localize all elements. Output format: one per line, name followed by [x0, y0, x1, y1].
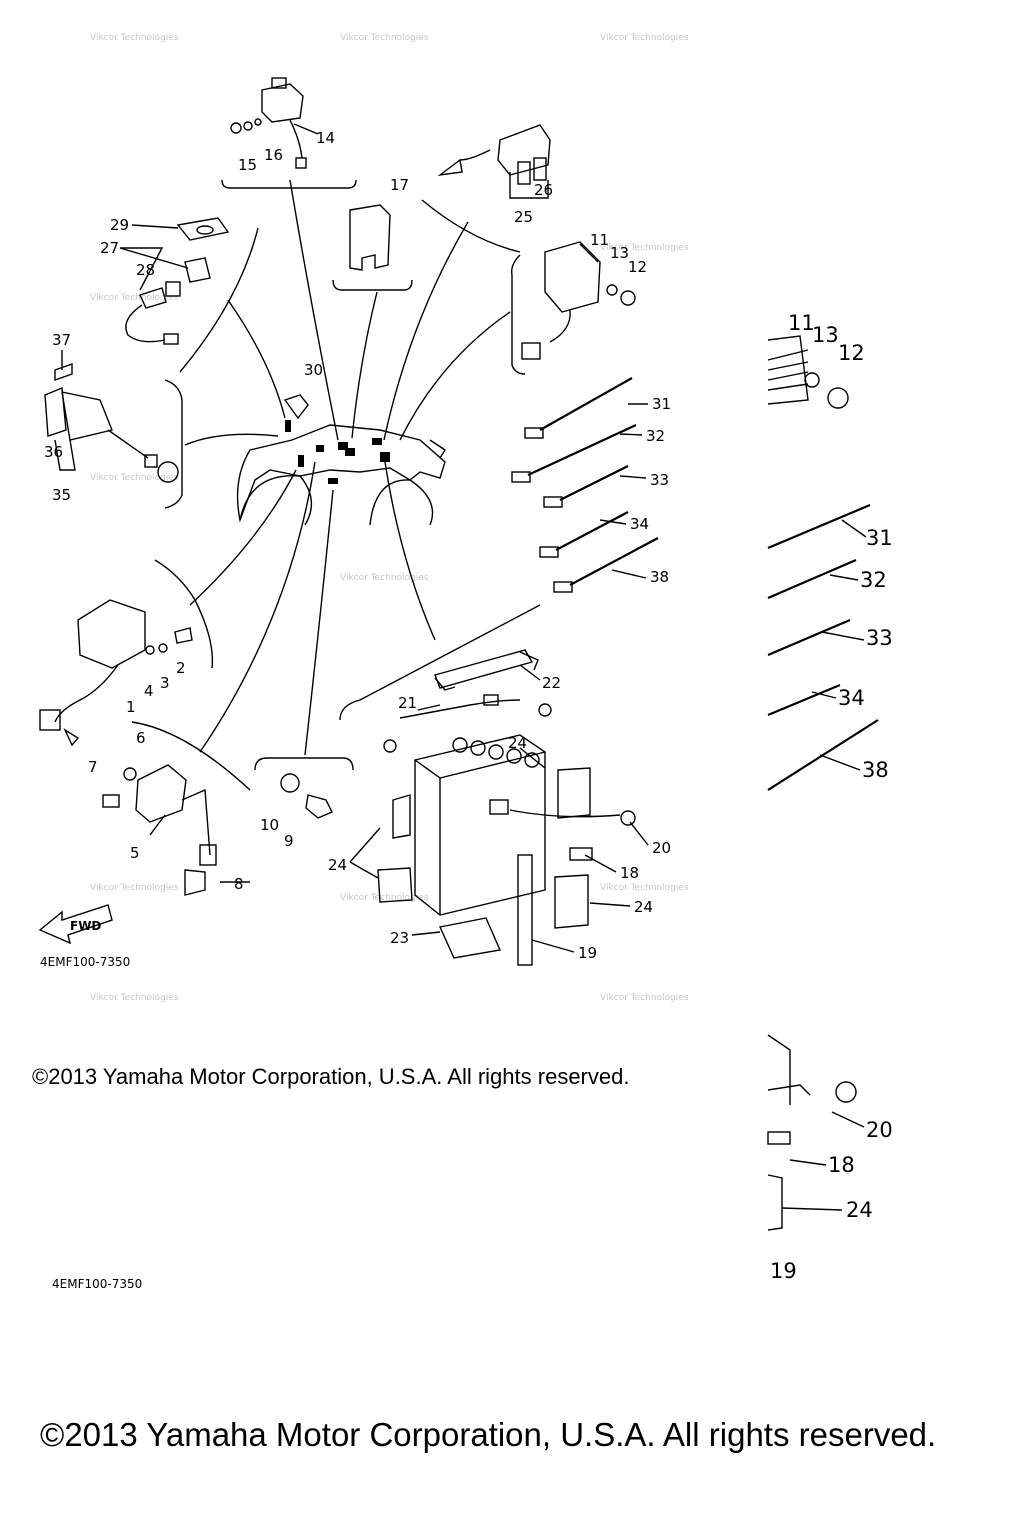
- callout-13: 13: [610, 244, 629, 262]
- callout-32: 32: [646, 427, 665, 445]
- callouts: 14 15 16 17 26 25 11 13 12 29 27 28 37 3…: [44, 129, 671, 962]
- callout-28: 28: [136, 261, 155, 279]
- cable-ties: [511, 377, 659, 593]
- callout-15: 15: [238, 156, 257, 174]
- callout-4: 4: [144, 682, 154, 700]
- watermark: Vikcor Technologies: [90, 473, 179, 483]
- watermark: Vikcor Technologies: [340, 33, 429, 43]
- callout-11: 11: [590, 231, 609, 249]
- callout-38: 38: [650, 568, 669, 586]
- atv-connector-mark: [338, 442, 348, 450]
- zoom-callout-34: 34: [838, 686, 865, 710]
- fwd-label: FWD: [70, 919, 101, 933]
- diagram-reference-code: 4EMF100-7350: [40, 955, 130, 969]
- atv-connector-mark: [372, 438, 382, 445]
- zoom-callout-12: 12: [838, 341, 865, 365]
- part-cover: [349, 204, 391, 271]
- callout-23: 23: [390, 929, 409, 947]
- watermark: Vikcor Technologies: [90, 293, 179, 303]
- callout-16: 16: [264, 146, 283, 164]
- callout-24b: 24: [328, 856, 347, 874]
- atv-connector-mark: [316, 445, 324, 452]
- fwd-arrow: FWD: [38, 904, 113, 945]
- callout-10: 10: [260, 816, 279, 834]
- zoom-callout-33: 33: [866, 626, 893, 650]
- callout-34: 34: [630, 515, 649, 533]
- part-starter-relay: [230, 77, 319, 169]
- callout-8: 8: [234, 875, 244, 893]
- callout-14: 14: [316, 129, 335, 147]
- watermark: Vikcor Technologies: [600, 883, 689, 893]
- brackets: [131, 179, 541, 791]
- watermark: Vikcor Technologies: [90, 993, 179, 1003]
- atv-connector-mark: [380, 452, 390, 462]
- copyright-notice: ©2013 Yamaha Motor Corporation, U.S.A. A…: [32, 1064, 630, 1089]
- callout-25: 25: [514, 208, 533, 226]
- part-ignition-coil: [437, 124, 551, 185]
- zoom-callout-38: 38: [862, 758, 889, 782]
- callout-30: 30: [304, 361, 323, 379]
- zoom-callout-19: 19: [770, 1259, 797, 1283]
- callout-5: 5: [130, 844, 140, 862]
- callout-7: 7: [88, 758, 98, 776]
- part-main-switch: [44, 363, 179, 483]
- callout-12: 12: [628, 258, 647, 276]
- zoom-callout-18: 18: [828, 1153, 855, 1177]
- watermark: Vikcor Technologies: [340, 893, 429, 903]
- callout-21: 21: [398, 694, 417, 712]
- callout-18: 18: [620, 864, 639, 882]
- callout-26: 26: [534, 181, 553, 199]
- diagram-reference-code-cropped: 4EMF100-7350: [52, 1277, 142, 1291]
- part-rectifier-regulator: [521, 241, 636, 360]
- callout-20: 20: [652, 839, 671, 857]
- callout-31: 31: [652, 395, 671, 413]
- zoom-callout-31: 31: [866, 526, 893, 550]
- watermark: Vikcor Technologies: [90, 883, 179, 893]
- atv-connector-mark: [328, 478, 338, 484]
- atv-outline: [236, 394, 446, 526]
- callout-2: 2: [176, 659, 186, 677]
- callout-3: 3: [160, 674, 170, 692]
- zoom-callout-11: 11: [788, 311, 815, 335]
- callout-33: 33: [650, 471, 669, 489]
- part-cdi-unit: [39, 599, 193, 747]
- callout-19: 19: [578, 944, 597, 962]
- callout-29: 29: [110, 216, 129, 234]
- part-pickup-coil: [102, 764, 217, 896]
- part-sensor-switch: [280, 773, 333, 819]
- atv-connector-mark: [345, 448, 355, 456]
- callout-1: 1: [126, 698, 136, 716]
- zoom-panel: [767, 335, 879, 1231]
- callout-37: 37: [52, 331, 71, 349]
- callout-9: 9: [284, 832, 294, 850]
- atv-connector-mark: [285, 420, 291, 432]
- watermark: Vikcor Technologies: [600, 33, 689, 43]
- callout-17: 17: [390, 176, 409, 194]
- zoom-callouts: 11 13 12 31 32 33 34 38 20 18 24 19: [770, 311, 893, 1283]
- leader-lines: [184, 179, 511, 756]
- callout-35: 35: [52, 486, 71, 504]
- zoom-callout-20: 20: [866, 1118, 893, 1142]
- watermarks: Vikcor Technologies Vikcor Technologies …: [90, 33, 689, 1003]
- atv-connector-mark: [298, 455, 304, 467]
- zoom-callout-24: 24: [846, 1198, 873, 1222]
- watermark: Vikcor Technologies: [600, 243, 689, 253]
- part-battery: [377, 649, 636, 966]
- watermark: Vikcor Technologies: [90, 33, 179, 43]
- callout-24: 24: [508, 734, 527, 752]
- callout-22: 22: [542, 674, 561, 692]
- part-sensor: [125, 217, 230, 345]
- copyright-notice-large: ©2013 Yamaha Motor Corporation, U.S.A. A…: [40, 1416, 937, 1453]
- callout-24c: 24: [634, 898, 653, 916]
- callout-36: 36: [44, 443, 63, 461]
- watermark: Vikcor Technologies: [600, 993, 689, 1003]
- zoom-callout-13: 13: [812, 323, 839, 347]
- callout-leaders: [54, 172, 649, 953]
- zoom-callout-32: 32: [860, 568, 887, 592]
- callout-6: 6: [136, 729, 146, 747]
- callout-27: 27: [100, 239, 119, 257]
- watermark: Vikcor Technologies: [340, 573, 429, 583]
